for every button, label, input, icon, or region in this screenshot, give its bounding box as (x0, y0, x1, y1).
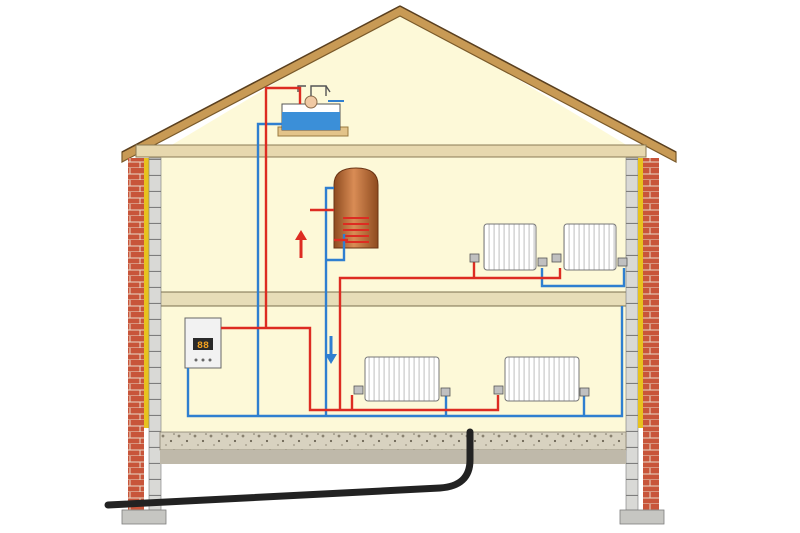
radiator-valves (353, 253, 628, 397)
attic-floor (135, 144, 647, 158)
hot-water-cylinder (333, 167, 379, 249)
left-wall (128, 157, 162, 511)
supply-pipes (221, 86, 562, 412)
foundation (121, 431, 665, 525)
external-supply-pipe (104, 428, 474, 509)
boiler-display-text: 88 (197, 341, 209, 352)
radiator-upper-left (483, 223, 537, 271)
roof (121, 5, 677, 163)
right-wall (625, 157, 659, 511)
intermediate-floor (149, 291, 631, 307)
boiler-display (193, 338, 213, 350)
flow-arrow-down (325, 336, 337, 364)
radiator-lower-right (504, 356, 580, 402)
boiler: 88 (184, 317, 222, 369)
flow-arrow-up (295, 230, 307, 258)
radiator-upper-right (563, 223, 617, 271)
expansion-tank (277, 85, 349, 137)
radiator-lower-left (364, 356, 440, 402)
